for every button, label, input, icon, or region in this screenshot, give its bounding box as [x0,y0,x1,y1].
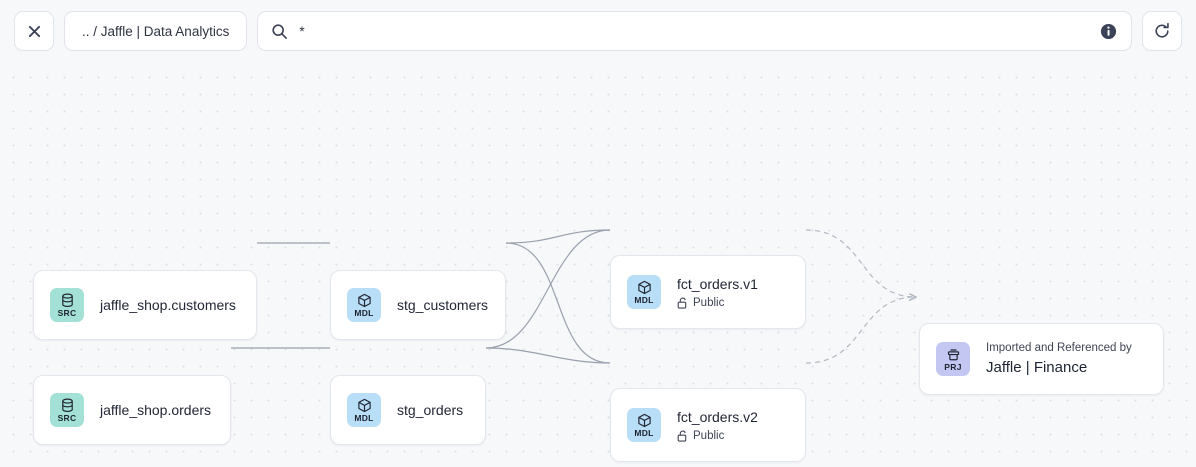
node-text-block: stg_orders [397,401,463,419]
project-icon [947,348,959,360]
node-text-block: stg_customers [397,296,488,314]
node-text-block: jaffle_shop.customers [100,296,236,314]
badge-label: SRC [57,307,77,318]
badge-src: SRC [50,288,84,322]
close-icon [28,25,40,37]
node-title: stg_orders [397,402,464,418]
node-text-block: jaffle_shop.orders [100,401,211,419]
node-title: fct_orders.v2 [677,408,758,425]
edges-solid [231,229,611,364]
node-text-block: Imported and Referenced by Jaffle | Fina… [986,341,1132,378]
node-title: stg_customers [397,297,489,313]
edges-dashed [805,229,916,364]
edge-fct_orders_v2-prj_finance [805,297,916,364]
node-src-customers[interactable]: SRC jaffle_shop.customers [33,270,257,340]
badge-label: PRJ [944,361,962,372]
edge-layer [231,229,1196,364]
node-fct-orders-v1[interactable]: MDL fct_orders.v1 Public [610,255,806,329]
badge-mdl: MDL [347,288,381,322]
edge-stg_orders-fct_orders_v1 [485,229,611,349]
node-stg-orders[interactable]: MDL stg_orders [330,375,486,445]
breadcrumb-label: .. / Jaffle | Data Analytics [82,23,230,39]
node-text-block: fct_orders.v1 Public [677,275,758,310]
unlock-icon [677,429,687,442]
refresh-icon [1155,22,1169,38]
node-stg-customers[interactable]: MDL stg_customers [330,270,506,340]
node-title: Jaffle | Finance [986,358,1088,376]
node-fct-orders-v2[interactable]: MDL fct_orders.v2 Public [610,388,806,462]
close-button[interactable] [14,11,54,51]
cube-icon [357,398,371,412]
node-visibility: Public [677,296,758,310]
badge-mdl: MDL [627,275,661,309]
badge-label: MDL [634,294,654,305]
toolbar: .. / Jaffle | Data Analytics [0,0,1196,62]
edge-fct_orders_v1-prj_finance [805,229,916,297]
info-icon[interactable] [1100,23,1117,40]
breadcrumb[interactable]: .. / Jaffle | Data Analytics [64,11,248,51]
edge-stg_orders-fct_orders_v2 [485,347,611,364]
node-title: fct_orders.v1 [677,275,758,292]
node-src-orders[interactable]: SRC jaffle_shop.orders [33,375,231,445]
cube-icon [357,293,371,307]
node-prj-jaffle-finance[interactable]: PRJ Imported and Referenced by Jaffle | … [919,323,1164,395]
database-icon [61,293,73,307]
badge-label: MDL [354,307,374,318]
node-visibility: Public [677,429,758,443]
node-text-block: fct_orders.v2 Public [677,408,758,443]
node-title: jaffle_shop.orders [100,402,212,418]
cube-icon [637,413,651,427]
badge-mdl: MDL [627,408,661,442]
unlock-icon [677,296,687,309]
badge-prj: PRJ [936,342,970,376]
badge-mdl: MDL [347,393,381,427]
node-kicker: Imported and Referenced by [986,341,1132,354]
refresh-button[interactable] [1142,11,1182,51]
node-visibility-label: Public [693,296,725,309]
search-bar[interactable] [257,11,1132,51]
edge-stg_customers-fct_orders_v1 [505,229,611,244]
cube-icon [637,280,651,294]
badge-label: MDL [634,427,654,438]
graph-canvas[interactable]: SRC jaffle_shop.customers SRC jaffle_sho… [0,62,1196,467]
edge-stg_customers-fct_orders_v2 [505,242,611,364]
search-icon [272,23,288,39]
search-input[interactable] [299,12,1089,50]
badge-label: MDL [354,412,374,423]
badge-src: SRC [50,393,84,427]
node-visibility-label: Public [693,429,725,442]
node-title: jaffle_shop.customers [100,297,236,313]
badge-label: SRC [57,412,77,423]
database-icon [61,398,73,412]
